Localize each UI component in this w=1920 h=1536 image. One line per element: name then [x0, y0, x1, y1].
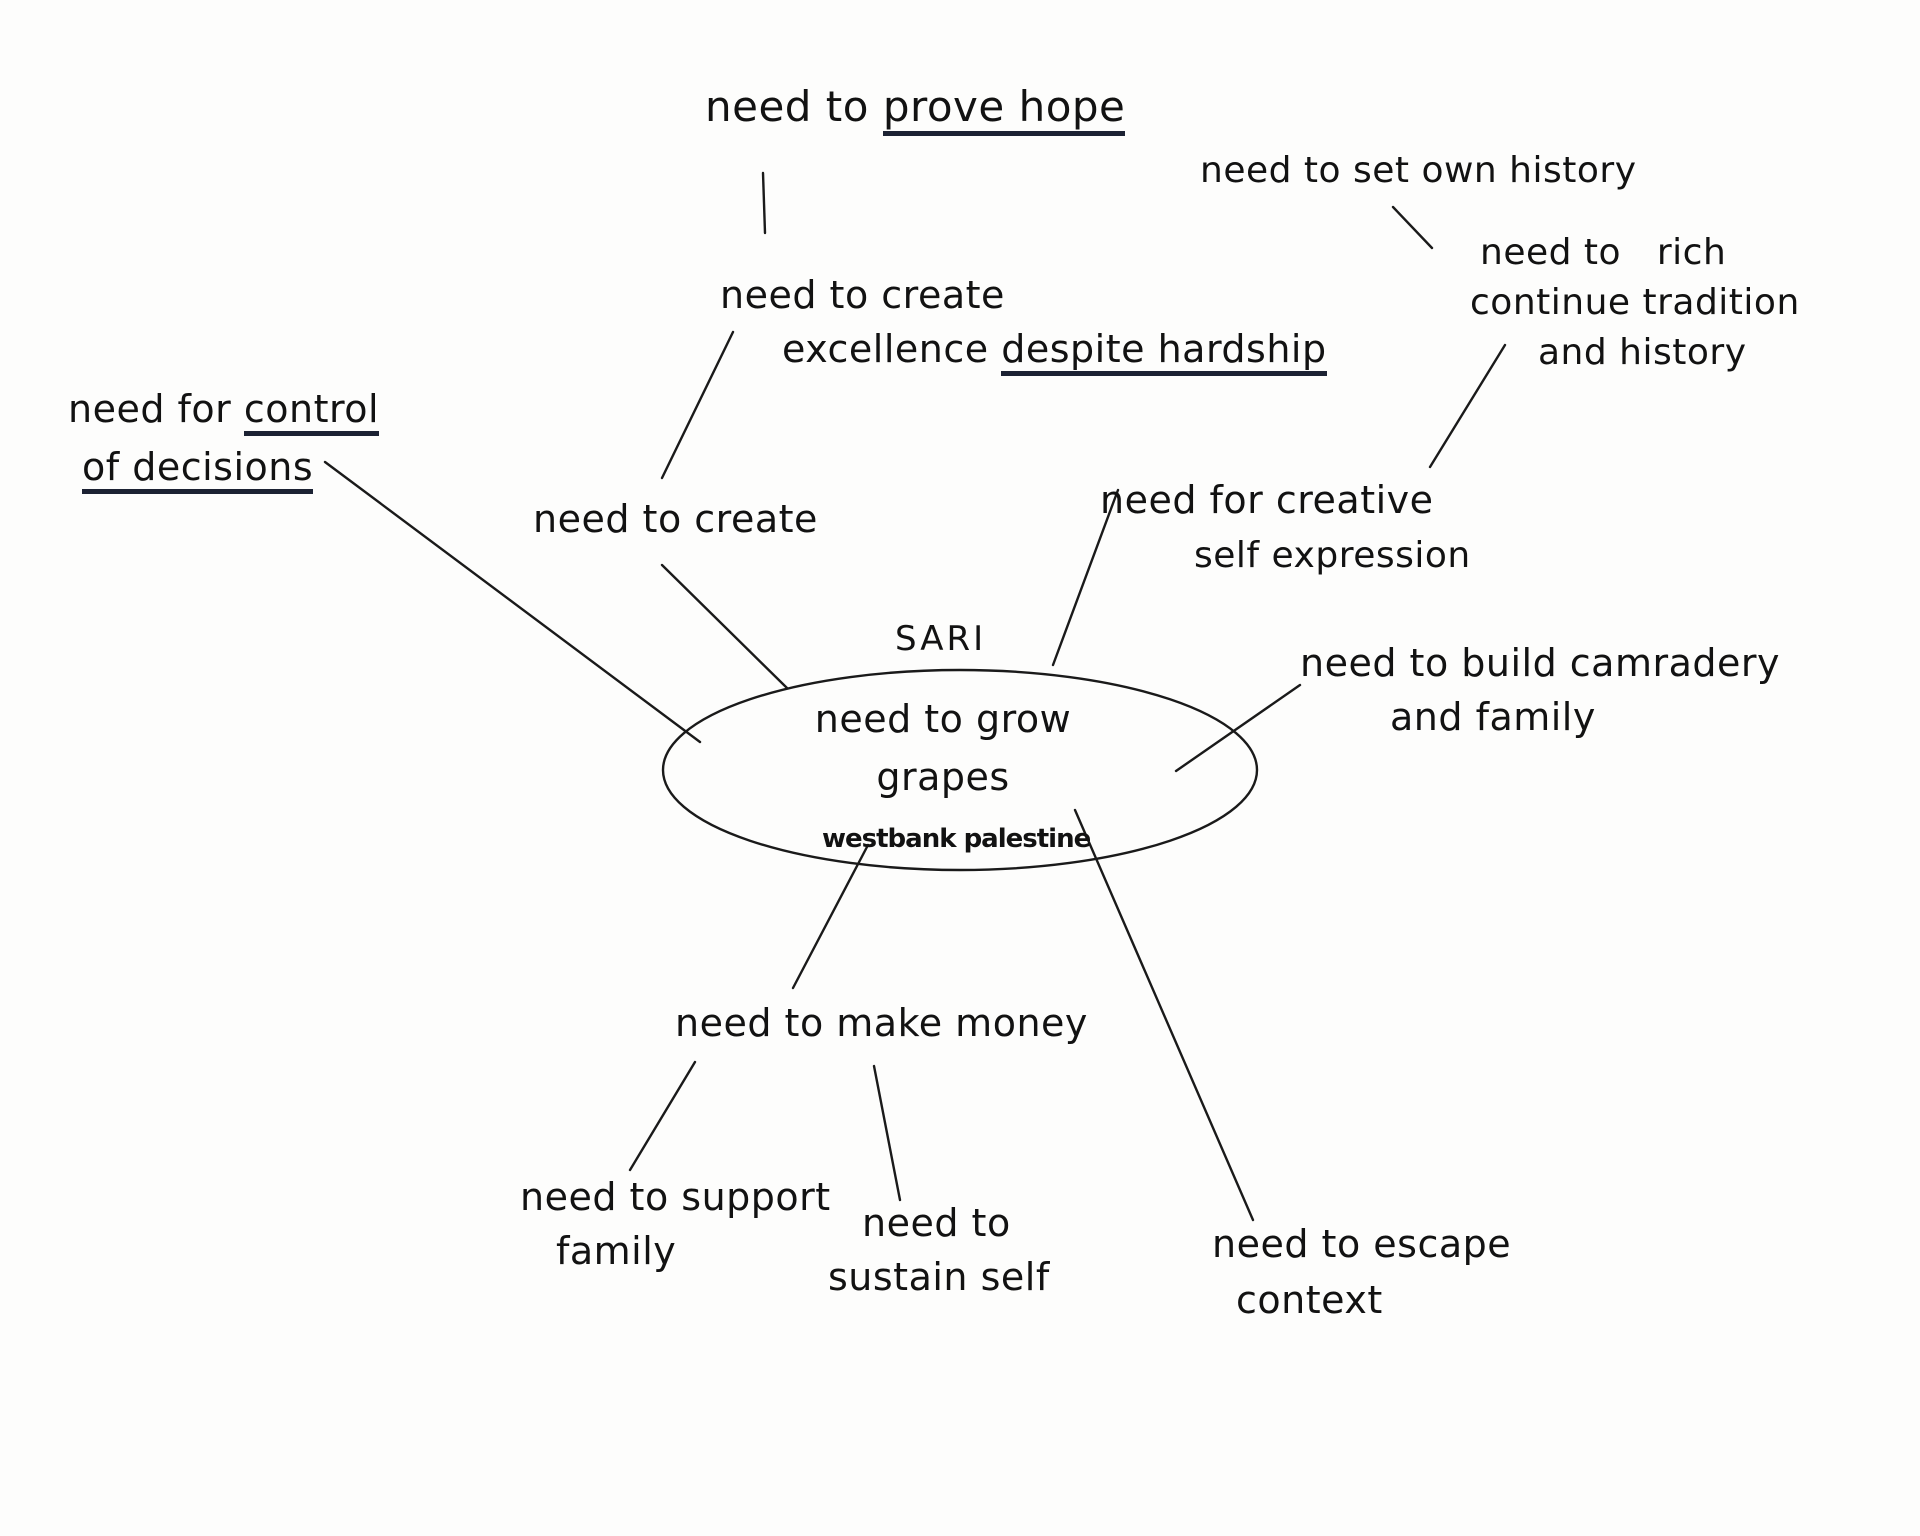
connector-center-to-escape-context	[1073, 808, 1255, 1222]
center-title: SARI	[895, 619, 987, 659]
connector-set-history-to-tradition	[1391, 205, 1434, 250]
center-location: westbank palestine	[822, 824, 1091, 854]
node-support-family: need to support family	[520, 1170, 831, 1278]
creative-line-2: self expression	[1194, 535, 1471, 576]
connector-create-to-center	[660, 563, 789, 690]
emphasis-prove-hope: prove hope	[882, 82, 1126, 136]
node-create: need to create	[533, 497, 818, 541]
escape-line-1: need to escape	[1212, 1222, 1512, 1266]
emphasis-control: control	[243, 387, 380, 436]
center-ellipse	[661, 668, 1259, 872]
node-control-decisions: need for control of decisions	[68, 380, 380, 496]
node-build-camradery: need to build camradery and family	[1300, 636, 1780, 744]
node-creative-expression: need for creative self expression	[1100, 472, 1471, 584]
node-sustain-self: need to sustain self	[828, 1196, 1050, 1304]
center-main-line-2: grapes	[876, 755, 1010, 799]
center-main-line-1: need to grow	[814, 697, 1072, 741]
tradition-line-2: continue tradition	[1470, 282, 1800, 323]
camradery-line-2: and family	[1390, 695, 1596, 739]
camradery-line-1: need to build camradery	[1300, 641, 1781, 685]
connector-creative-to-center	[1051, 488, 1120, 667]
node-create-excellence: need to create excellence despite hardsh…	[720, 268, 1327, 376]
sustain-line-1: need to	[862, 1201, 1011, 1245]
tradition-line-3: and history	[1538, 332, 1747, 373]
support-line-2: family	[556, 1229, 677, 1273]
node-prove-hope: need to prove hope	[705, 80, 1126, 136]
node-make-money: need to make money	[675, 1001, 1088, 1045]
connector-control-decisions-to-center	[323, 460, 702, 744]
connector-center-to-make-money	[791, 843, 870, 990]
node-escape-context: need to escape context	[1212, 1216, 1511, 1328]
create-excellence-line-1: need to create	[720, 273, 1005, 317]
emphasis-of-decisions: of decisions	[82, 445, 314, 494]
tradition-line-1: need to rich	[1480, 232, 1727, 273]
sustain-line-2: sustain self	[828, 1255, 1050, 1299]
connector-camradery-to-center	[1174, 683, 1302, 773]
creative-line-1: need for creative	[1100, 478, 1434, 522]
connector-make-money-to-sustain-self	[872, 1064, 902, 1202]
support-line-1: need to support	[520, 1175, 831, 1219]
connector-tradition-to-creative	[1428, 343, 1507, 469]
center-main-text: need to grow grapes	[808, 690, 1078, 806]
connector-make-money-to-support-family	[628, 1060, 697, 1172]
control-prefix: need for	[68, 387, 244, 431]
escape-line-2: context	[1236, 1278, 1383, 1322]
connector-prove-hope-to-create-excellence	[761, 171, 767, 235]
emphasis-despite-hardship: despite hardship	[1001, 327, 1327, 376]
connector-create-excellence-to-create	[660, 330, 735, 480]
node-continue-tradition: need to rich continue tradition and hist…	[1470, 228, 1800, 378]
create-excellence-line-2-prefix: excellence	[782, 327, 1002, 371]
node-set-own-history: need to set own history	[1200, 150, 1637, 191]
